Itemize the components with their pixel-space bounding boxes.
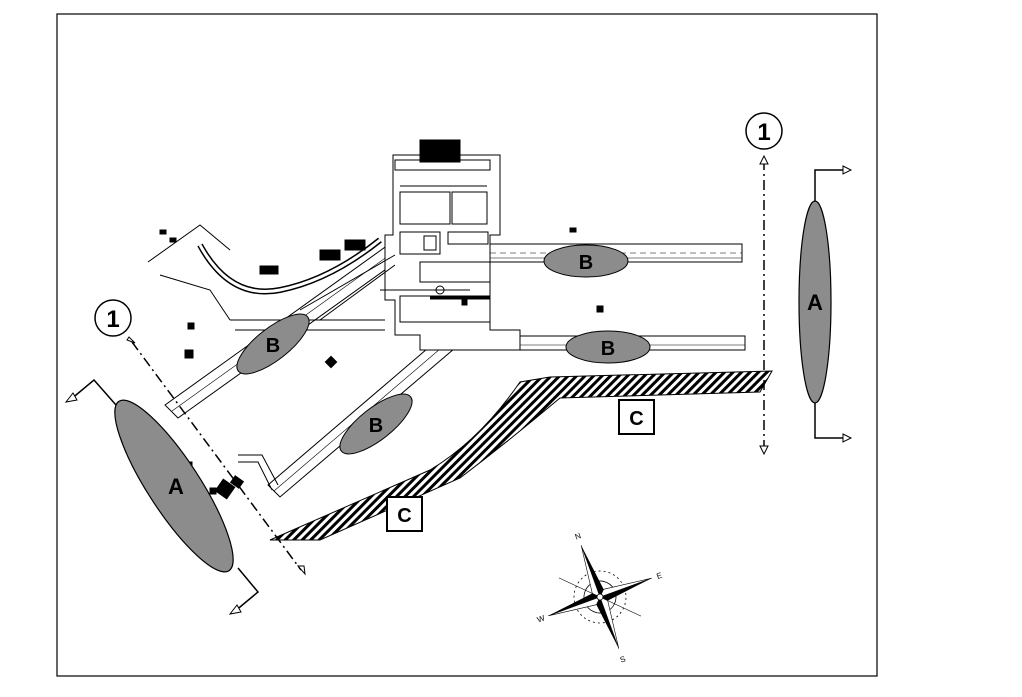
compass-west: W	[536, 613, 547, 624]
diagram-frame	[56, 13, 878, 677]
zone-b-northwest: B	[236, 313, 310, 375]
zone-b-lower-label: B	[601, 338, 615, 360]
zone-c-box-west: C	[386, 496, 423, 532]
zone-a-east-label: A	[807, 290, 823, 315]
airport-layout	[147, 139, 746, 500]
zone-a-west: A	[64, 378, 260, 615]
building-1	[324, 355, 338, 369]
zone-b-southwest: B	[339, 393, 413, 455]
zone-b-northwest-label: B	[266, 335, 280, 357]
zone-c-west-label: C	[397, 505, 411, 527]
zone-b-upper-label: B	[579, 252, 593, 274]
zone-c-box-east: C	[618, 399, 655, 435]
zone-a-west-label: A	[168, 474, 184, 499]
zone-b-southwest-label: B	[369, 415, 383, 437]
zone-c-hatched-band	[269, 370, 773, 541]
section-line-west: 1	[94, 299, 306, 576]
zone-b-lower: B	[565, 330, 651, 364]
compass-south: S	[619, 654, 627, 664]
concourse	[147, 224, 382, 321]
zone-b-upper: B	[543, 244, 629, 278]
building-2	[596, 305, 604, 313]
building-3	[184, 349, 194, 359]
taxiway-south	[238, 454, 279, 491]
compass-east: E	[655, 571, 663, 581]
compass-north: N	[574, 531, 583, 542]
terminal-area	[384, 139, 521, 351]
zone-c-east-label: C	[629, 408, 643, 430]
building-cluster-south	[181, 461, 245, 500]
building-4	[187, 322, 195, 330]
section-line-east: 1	[745, 112, 783, 456]
zone-a-east: A	[798, 165, 853, 443]
building-5	[569, 227, 577, 233]
compass-rose: N S E W	[536, 531, 664, 665]
section-marker-west: 1	[106, 306, 119, 333]
section-marker-east: 1	[757, 119, 770, 146]
